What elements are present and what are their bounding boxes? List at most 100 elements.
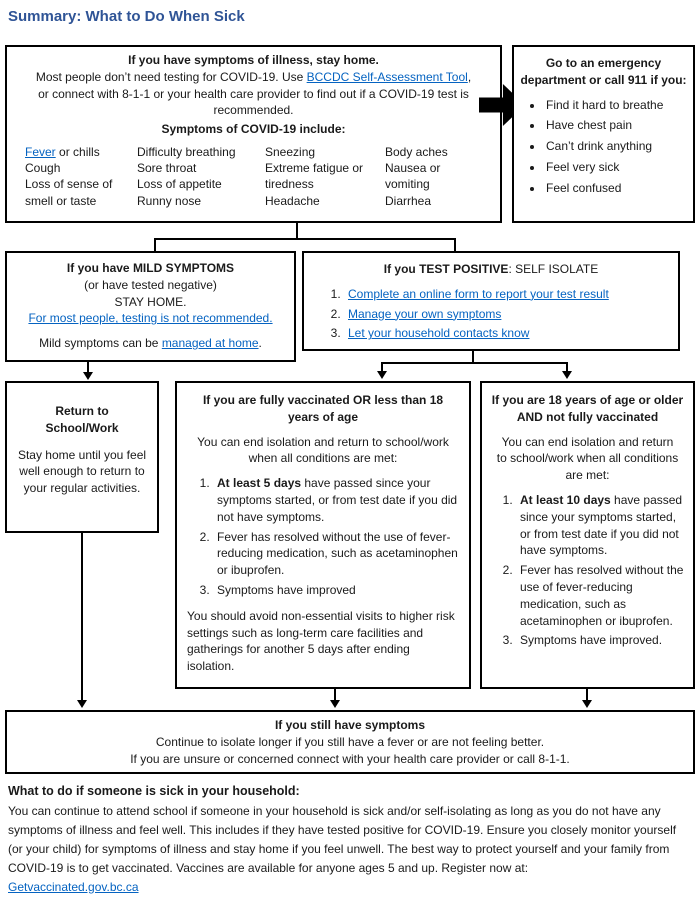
emergency-box: Go to an emergency department or call 91… — [512, 45, 695, 223]
return-to-school-work-box: Return to School/Work Stay home until yo… — [5, 381, 159, 533]
vaccinated-condition-rest: have passed since your symptoms started,… — [217, 476, 458, 524]
connector-line — [454, 240, 456, 251]
vaccinated-conditions-list: At least 5 days have passed since your s… — [187, 475, 459, 599]
not-fully-vaccinated-box: If you are 18 years of age or older AND … — [480, 381, 695, 689]
vaccinated-heading: If you are fully vaccinated OR less than… — [202, 393, 444, 424]
getvaccinated-link[interactable]: Getvaccinated.gov.bc.ca — [8, 879, 139, 894]
vaccinated-intro: You can end isolation and return to scho… — [197, 434, 449, 466]
symptom-item: Runny nose — [137, 193, 202, 208]
symptom-item: Fever or chills — [25, 144, 137, 160]
final-line1: Continue to isolate longer if you still … — [155, 734, 545, 749]
symptoms-column-4: Body aches Nausea or vomiting Diarrhea — [385, 144, 480, 209]
symptom-item: Body aches — [385, 144, 448, 159]
vaccinated-condition: Fever has resolved without the use of fe… — [213, 529, 459, 579]
connector-line — [154, 240, 156, 251]
positive-heading-rest: : SELF ISOLATE — [508, 262, 599, 276]
arrow-down-icon — [330, 700, 340, 708]
symptom-item-text: or chills — [55, 144, 100, 159]
connector-line — [81, 533, 83, 701]
positive-heading: If you TEST POSITIVE: SELF ISOLATE — [314, 261, 668, 278]
mild-heading: If you have MILD SYMPTOMS — [66, 261, 235, 275]
symptom-item: Extreme fatigue or tiredness — [265, 161, 364, 192]
unvaccinated-condition: Fever has resolved without the use of fe… — [516, 562, 685, 629]
emergency-bullet: Feel confused — [544, 180, 687, 197]
unvaccinated-condition-bold: At least 10 days — [520, 492, 611, 507]
connector-line — [566, 364, 568, 372]
unvaccinated-intro: You can end isolation and return to scho… — [496, 434, 679, 483]
symptoms-column-3: Sneezing Extreme fatigue or tiredness He… — [265, 144, 385, 209]
positive-step: Let your household contacts know — [344, 325, 668, 342]
unvaccinated-condition: Symptoms have improved. — [516, 632, 685, 649]
arrow-down-icon — [582, 700, 592, 708]
test-positive-box: If you TEST POSITIVE: SELF ISOLATE Compl… — [302, 251, 680, 351]
fully-vaccinated-box: If you are fully vaccinated OR less than… — [175, 381, 471, 689]
emergency-bullet-list: Find it hard to breathe Have chest pain … — [520, 97, 687, 197]
return-body: Stay home until you feel well enough to … — [17, 447, 147, 496]
connector-line — [296, 223, 298, 239]
symptom-item: Difficulty breathing — [137, 144, 236, 159]
managed-at-home-link[interactable]: managed at home — [161, 336, 259, 351]
emergency-bullet: Have chest pain — [544, 117, 687, 134]
symptom-item: Headache — [265, 193, 320, 208]
main-body-text-after: , or connect with 8-1-1 or your health c… — [38, 69, 472, 118]
unvaccinated-conditions-list: At least 10 days have passed since your … — [490, 492, 685, 649]
positive-step: Manage your own symptoms — [344, 306, 668, 323]
testing-not-recommended-link[interactable]: For most people, testing is not recommen… — [28, 311, 273, 326]
emergency-bullet: Find it hard to breathe — [544, 97, 687, 114]
vaccinated-outro: You should avoid non-essential visits to… — [187, 608, 455, 674]
household-link-line: Getvaccinated.gov.bc.ca — [8, 878, 694, 897]
return-heading: Return to School/Work — [45, 404, 119, 435]
final-heading: If you still have symptoms — [274, 718, 426, 732]
bccdc-self-assessment-link[interactable]: BCCDC Self-Assessment Tool — [306, 69, 468, 84]
unvaccinated-heading: If you are 18 years of age or older AND … — [491, 393, 684, 424]
positive-steps-list: Complete an online form to report your t… — [314, 286, 668, 342]
connector-line — [586, 689, 588, 701]
testing-not-recommended-line: For most people, testing is not recommen… — [13, 310, 288, 327]
main-box-body: Most people don’t need testing for COVID… — [31, 69, 476, 119]
mild-symptoms-box: If you have MILD SYMPTOMS (or have teste… — [5, 251, 296, 362]
household-heading: What to do if someone is sick in your ho… — [8, 784, 300, 798]
vaccinated-condition-bold: At least 5 days — [217, 476, 302, 491]
unvaccinated-condition-rest: have passed since your symptoms started,… — [520, 492, 683, 558]
final-line2: If you are unsure or concerned connect w… — [130, 751, 570, 766]
managed-at-home-post: . — [258, 336, 262, 351]
managed-at-home-pre: Mild symptoms can be — [39, 336, 162, 351]
emergency-bullet: Feel very sick — [544, 159, 687, 176]
managed-at-home-line: Mild symptoms can be managed at home. — [13, 335, 288, 352]
household-section: What to do if someone is sick in your ho… — [8, 782, 694, 897]
fever-link[interactable]: Fever — [25, 144, 56, 159]
symptoms-column-2: Difficulty breathing Sore throat Loss of… — [137, 144, 265, 209]
connector-line — [87, 362, 89, 373]
connector-line — [381, 362, 568, 364]
connector-line — [472, 351, 474, 363]
emergency-heading: Go to an emergency department or call 91… — [520, 56, 687, 87]
connector-line — [381, 364, 383, 372]
positive-heading-bold: If you TEST POSITIVE — [383, 262, 509, 276]
mild-sub1: (or have tested negative) — [84, 277, 217, 292]
vaccinated-condition: At least 5 days have passed since your s… — [213, 475, 459, 525]
connector-line — [154, 238, 456, 240]
arrow-down-icon — [83, 372, 93, 380]
arrow-down-icon — [77, 700, 87, 708]
symptom-item: Sore throat — [137, 161, 197, 176]
symptom-item: Loss of sense of smell or taste — [25, 177, 113, 208]
symptom-item: Loss of appetite — [137, 177, 222, 192]
report-test-result-link[interactable]: Complete an online form to report your t… — [348, 286, 609, 301]
manage-symptoms-link[interactable]: Manage your own symptoms — [348, 306, 502, 321]
symptoms-list-heading: Symptoms of COVID-19 include: — [161, 122, 346, 137]
connector-line — [334, 689, 336, 701]
symptoms-column-1: Fever or chills Cough Loss of sense of s… — [25, 144, 137, 209]
emergency-bullet: Can’t drink anything — [544, 138, 687, 155]
main-box-heading: If you have symptoms of illness, stay ho… — [128, 53, 379, 67]
symptom-item: Cough — [25, 161, 61, 176]
household-contacts-link[interactable]: Let your household contacts know — [348, 326, 530, 341]
symptom-item: Nausea or vomiting — [385, 161, 441, 192]
household-body: You can continue to attend school if som… — [8, 803, 677, 875]
arrow-down-icon — [562, 371, 572, 379]
symptoms-stay-home-box: If you have symptoms of illness, stay ho… — [5, 45, 502, 223]
symptom-item: Sneezing — [265, 144, 316, 159]
still-have-symptoms-box: If you still have symptoms Continue to i… — [5, 710, 695, 774]
main-body-text: Most people don’t need testing for COVID… — [35, 69, 307, 84]
vaccinated-condition: Symptoms have improved — [213, 582, 459, 599]
